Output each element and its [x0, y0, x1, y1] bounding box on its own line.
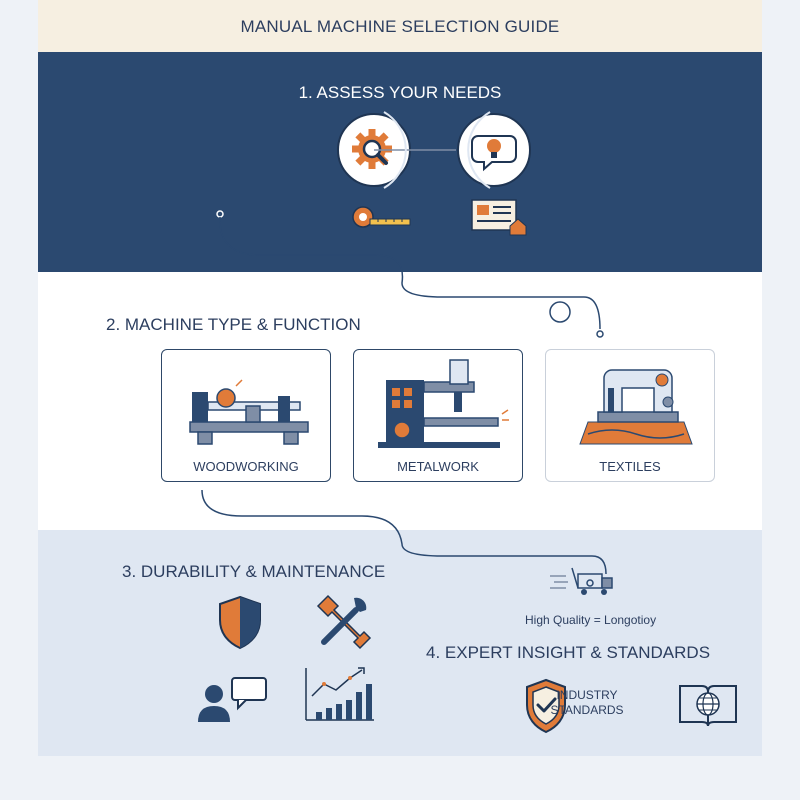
card-label: TEXTILES — [599, 459, 661, 474]
moving-cart-icon — [550, 567, 613, 595]
page-title: MANUAL MACHINE SELECTION GUIDE — [240, 17, 560, 36]
lathe-icon — [189, 379, 309, 445]
header-banner — [38, 0, 762, 52]
industry-standards-label: INDUSTRY STANDARDS — [546, 688, 628, 718]
card-metalwork[interactable]: METALWORK — [353, 349, 523, 482]
card-textiles[interactable]: TEXTILES — [545, 349, 715, 482]
tape-measure-icon — [352, 206, 411, 228]
shield-icon — [219, 595, 261, 650]
connector-arc — [383, 111, 407, 189]
growth-chart-icon — [305, 667, 374, 721]
wrench-icon — [316, 594, 372, 650]
section-durability — [38, 530, 762, 756]
connector-arc — [467, 111, 491, 189]
connector-node — [216, 210, 224, 218]
sewing-machine-icon — [579, 369, 693, 445]
blueprint-card-icon — [471, 199, 527, 236]
section-title-durability: 3. DURABILITY & MAINTENANCE — [122, 562, 386, 581]
connector-node — [549, 301, 571, 323]
support-chat-icon — [198, 677, 267, 722]
standards-line-2: STANDARDS — [550, 703, 624, 717]
flow-connectors — [201, 111, 607, 587]
section-title-expert: 4. EXPERT INSIGHT & STANDARDS — [426, 643, 711, 662]
quality-note: High Quality = Longotioy — [525, 613, 657, 627]
standards-line-1: INDUSTRY — [556, 688, 618, 702]
connector-path — [201, 489, 607, 575]
milling-machine-icon — [378, 359, 509, 448]
globe-book-icon — [679, 685, 737, 727]
connector-path — [219, 216, 601, 330]
infographic-page: MANUAL MACHINE SELECTION GUIDE 1. ASSESS … — [38, 0, 762, 756]
connector-node — [586, 579, 594, 587]
section-title-machine-type: 2. MACHINE TYPE & FUNCTION — [106, 315, 361, 334]
card-label: METALWORK — [397, 459, 479, 474]
card-label: WOODWORKING — [193, 459, 299, 474]
card-woodworking[interactable]: WOODWORKING — [161, 349, 331, 482]
connector-node — [596, 330, 604, 338]
section-title-assess: 1. ASSESS YOUR NEEDS — [298, 83, 502, 102]
certified-badge-icon — [526, 678, 566, 734]
idea-bubble-icon — [457, 113, 531, 187]
